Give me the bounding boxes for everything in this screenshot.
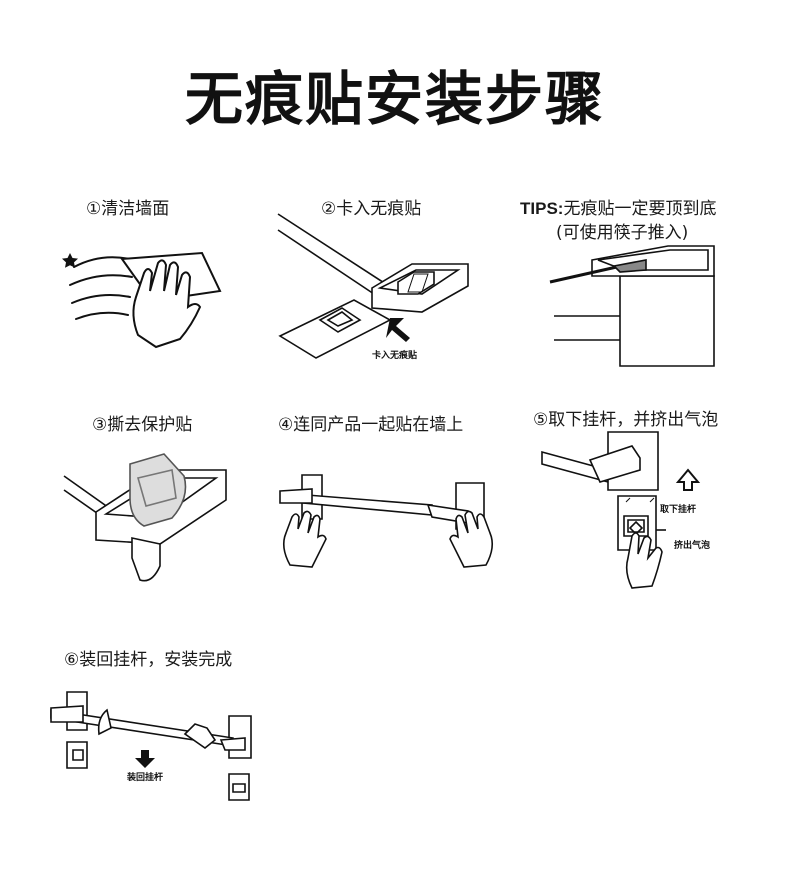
hand-icon <box>450 511 492 567</box>
shelf-line <box>278 214 392 288</box>
tips-prefix: TIPS: <box>520 199 563 218</box>
step-5-illustration: 取下挂杆 挤出气泡 <box>540 430 740 590</box>
adhesive-pad <box>229 774 249 800</box>
mount-right <box>229 716 251 758</box>
step-4-caption: ④连同产品一起贴在墙上 <box>278 410 463 435</box>
adhesive-pad <box>67 742 87 768</box>
arrow-down-icon <box>135 750 155 768</box>
step-2-label: 卡入无痕贴 <box>372 349 417 361</box>
motion-line <box>72 295 130 303</box>
tips-illustration <box>550 242 740 372</box>
motion-line <box>70 275 132 285</box>
hand-icon <box>185 724 215 748</box>
hand-icon <box>284 511 326 567</box>
step-4-illustration <box>272 455 502 575</box>
motion-line <box>76 313 128 319</box>
shelf-line <box>278 230 380 298</box>
step-1-caption: ①清洁墙面 <box>86 194 169 219</box>
hand-icon <box>99 710 111 734</box>
tips-caption: TIPS:无痕贴一定要顶到底 <box>520 194 716 219</box>
step-2-illustration: 卡入无痕贴 <box>272 208 482 373</box>
step-6-illustration: 装回挂杆 <box>45 688 275 813</box>
shelf-line <box>64 476 112 510</box>
page-title: 无痕贴安装步骤 <box>0 52 790 136</box>
step-6-caption: ⑥装回挂杆，安装完成 <box>64 645 232 670</box>
step-5-caption: ⑤取下挂杆，并挤出气泡 <box>533 405 718 430</box>
step-3-caption: ③撕去保护贴 <box>92 410 192 435</box>
tips-caption-2: (可使用筷子推入) <box>556 218 688 243</box>
step-5-label: 取下挂杆 <box>660 503 696 515</box>
arrow-up-icon <box>678 470 698 490</box>
mount-bracket <box>620 276 714 366</box>
arrow-icon <box>386 318 410 342</box>
step-3-illustration <box>60 448 240 588</box>
step-1-illustration <box>60 235 230 350</box>
step-5-label-2: 挤出气泡 <box>674 539 710 551</box>
step-6-label: 装回挂杆 <box>126 771 163 783</box>
